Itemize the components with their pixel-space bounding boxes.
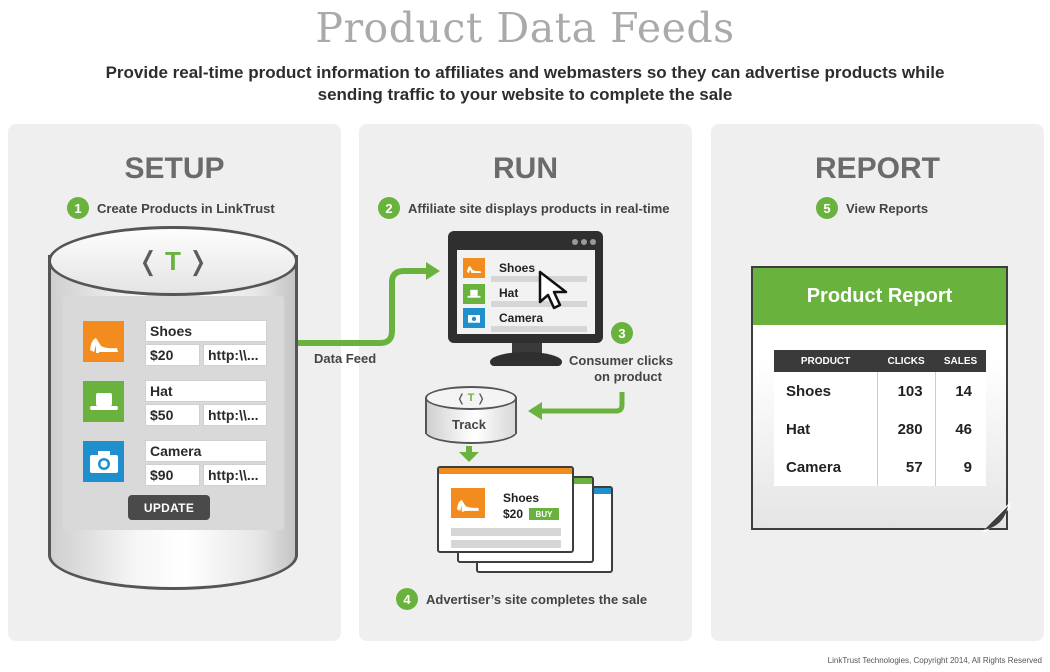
logo-left-bracket: ❬ xyxy=(137,245,160,276)
data-feed-label: Data Feed xyxy=(314,351,377,366)
report-title: REPORT xyxy=(814,152,940,185)
report-card-title: Product Report xyxy=(753,268,1006,325)
setup-title: SETUP xyxy=(124,152,225,185)
subtitle-line-1: Provide real-time product information to… xyxy=(105,63,945,82)
logo-right-bracket: ❭ xyxy=(186,245,209,276)
table-row: Shoes 103 14 xyxy=(774,372,986,410)
product-price-field[interactable]: $50 xyxy=(145,404,200,426)
product-link-field[interactable]: http:\\... xyxy=(203,464,267,486)
data-feed-arrow xyxy=(298,268,428,346)
track-down-arrow-head xyxy=(459,452,479,462)
report-table: PRODUCT CLICKS SALES Shoes 103 14 Hat 28… xyxy=(774,350,986,486)
text-placeholder xyxy=(451,528,561,536)
step-4-label: Advertiser’s site completes the sale xyxy=(426,591,648,607)
cell-clicks: 57 xyxy=(877,448,936,486)
footer-copyright: LinkTrust Technologies, Copyright 2014, … xyxy=(827,656,1042,665)
product-name-field[interactable]: Shoes xyxy=(145,320,267,342)
logo-t: T xyxy=(467,392,475,404)
shoe-icon xyxy=(463,258,485,278)
track-cylinder-top: ❬ T ❭ xyxy=(425,386,517,410)
text-placeholder xyxy=(491,326,587,332)
col-sales: SALES xyxy=(935,350,986,372)
shoe-icon xyxy=(451,488,485,518)
buy-button[interactable]: BUY xyxy=(529,508,559,520)
page-subtitle: Provide real-time product information to… xyxy=(40,62,1010,106)
text-placeholder xyxy=(451,540,561,548)
advertiser-site-window: Shoes $20 BUY xyxy=(437,466,574,553)
table-row: Camera 57 9 xyxy=(774,448,986,486)
product-link-field[interactable]: http:\\... xyxy=(203,404,267,426)
logo-t: T xyxy=(165,245,181,276)
cursor-icon xyxy=(538,270,568,310)
step-1-label: Create Products in LinkTrust xyxy=(97,200,275,216)
table-header-row: PRODUCT CLICKS SALES xyxy=(774,350,986,372)
step-2-label: Affiliate site displays products in real… xyxy=(408,200,670,216)
cell-clicks: 280 xyxy=(877,410,936,448)
track-label: Track xyxy=(452,417,486,432)
step-1-number: 1 xyxy=(67,197,89,219)
step-5-label: View Reports xyxy=(846,200,929,216)
cell-clicks: 103 xyxy=(877,372,936,410)
track-down-arrow xyxy=(466,446,472,454)
cell-product: Shoes xyxy=(774,372,878,410)
database-cylinder-top: ❬ T ❭ xyxy=(48,226,298,296)
step-2-number: 2 xyxy=(378,197,400,219)
screen-product-label[interactable]: Hat xyxy=(499,286,519,300)
update-button[interactable]: UPDATE xyxy=(128,495,210,520)
text-placeholder xyxy=(491,301,587,307)
consumer-clicks-line1: Consumer clicks xyxy=(569,353,674,368)
step-2: 2 Affiliate site displays products in re… xyxy=(378,197,670,219)
data-feed-arrow-head xyxy=(426,262,440,280)
cell-sales: 14 xyxy=(955,382,972,400)
step-3-label: Consumer clicks on product xyxy=(569,353,673,385)
camera-icon xyxy=(463,308,485,328)
click-arrow xyxy=(540,392,625,414)
affiliate-site-screen: Shoes Hat Camera xyxy=(457,250,595,334)
product-price-field[interactable]: $20 xyxy=(145,344,200,366)
product-link-field[interactable]: http:\\... xyxy=(203,344,267,366)
monitor-stand xyxy=(490,352,562,366)
product-name-field[interactable]: Camera xyxy=(145,440,267,462)
shoe-icon xyxy=(83,321,124,362)
window-dots-icon xyxy=(572,239,596,245)
step-5-number: 5 xyxy=(816,197,838,219)
subtitle-line-2: sending traffic to your website to compl… xyxy=(317,85,733,104)
window-bar xyxy=(439,468,572,474)
table-row: Hat 280 46 xyxy=(774,410,986,448)
screen-product-label[interactable]: Shoes xyxy=(499,261,536,275)
step-5: 5 View Reports xyxy=(816,197,928,219)
consumer-clicks-line2: on product xyxy=(594,369,662,384)
cell-product: Hat xyxy=(774,410,878,448)
step-4: 4 Advertiser’s site completes the sale xyxy=(396,588,647,610)
hat-icon xyxy=(463,284,485,304)
click-arrow-head xyxy=(528,402,542,420)
screen-product-label[interactable]: Camera xyxy=(499,311,544,325)
cell-sales: 46 xyxy=(955,420,972,438)
product-price-field[interactable]: $90 xyxy=(145,464,200,486)
step-4-number: 4 xyxy=(396,588,418,610)
step-3-number: 3 xyxy=(611,322,633,344)
step-1: 1 Create Products in LinkTrust xyxy=(67,197,275,219)
logo-right-bracket: ❭ xyxy=(476,392,486,405)
linktrust-logo-icon: ❬ T ❭ xyxy=(427,388,515,408)
sale-product-name: Shoes xyxy=(503,491,540,505)
page-curl-icon xyxy=(982,502,1010,532)
col-clicks: CLICKS xyxy=(877,350,936,372)
cell-sales: 9 xyxy=(963,458,972,476)
linktrust-logo-icon: ❬ T ❭ xyxy=(51,229,295,293)
product-name-field[interactable]: Hat xyxy=(145,380,267,402)
hat-icon xyxy=(83,381,124,422)
sale-product-price: $20 xyxy=(503,507,524,521)
logo-left-bracket: ❬ xyxy=(456,392,466,405)
page-title: Product Data Feeds xyxy=(315,4,735,52)
camera-icon xyxy=(83,441,124,482)
run-title: RUN xyxy=(493,152,558,185)
col-product: PRODUCT xyxy=(774,350,878,372)
cell-product: Camera xyxy=(774,448,878,486)
